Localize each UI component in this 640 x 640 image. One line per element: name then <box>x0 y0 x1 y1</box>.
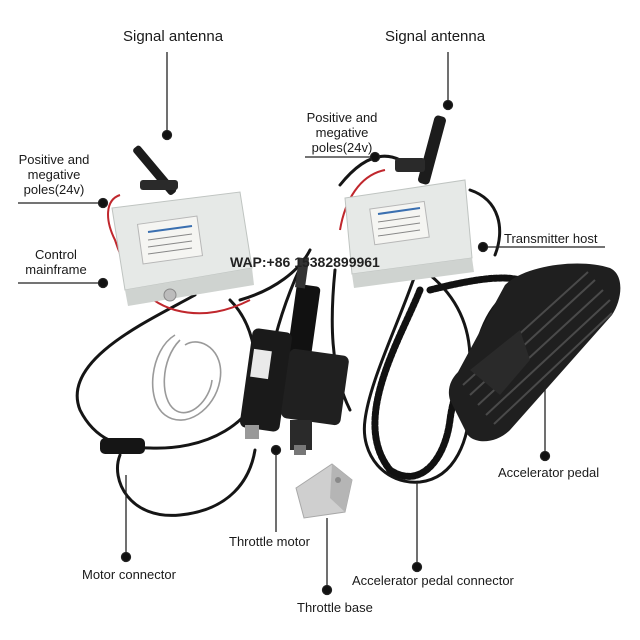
label-poles-left-line1: Positive and <box>18 152 90 167</box>
throttle-base <box>295 463 353 519</box>
label-signal-antenna-left: Signal antenna <box>123 28 224 45</box>
callout-dot <box>442 99 454 111</box>
transmitter-host-box <box>344 179 474 288</box>
accelerator-pedal <box>448 263 621 442</box>
right-antenna <box>395 115 446 185</box>
control-mainframe-box <box>111 191 254 306</box>
label-throttle-motor: Throttle motor <box>229 534 310 549</box>
label-poles-right-line1: Positive and <box>306 110 378 125</box>
watermark-text: WAP:+86 15382899961 <box>230 254 380 270</box>
callout-dot <box>161 129 173 141</box>
label-accelerator-pedal-connector: Accelerator pedal connector <box>352 573 514 588</box>
callout-lines <box>18 52 605 596</box>
label-poles-right-line2: megative <box>315 125 369 140</box>
grey-wire-coil <box>151 334 222 421</box>
motor-connector-plug <box>100 438 145 454</box>
label-poles-left-line3: poles(24v) <box>23 182 85 197</box>
label-transmitter-host: Transmitter host <box>504 231 598 246</box>
callout-dot <box>321 584 333 596</box>
label-poles-right: Positive and megative poles(24v) <box>303 110 381 155</box>
callout-dot <box>97 197 109 209</box>
callout-dot <box>369 151 381 163</box>
callout-dot <box>97 277 109 289</box>
throttle-motor-actuator <box>240 257 349 455</box>
callout-dot <box>539 450 551 462</box>
callout-dot <box>477 241 489 253</box>
label-poles-right-line3: poles(24v) <box>311 140 373 155</box>
label-poles-left: Positive and megative poles(24v) <box>16 152 92 197</box>
label-poles-left-line2: megative <box>27 167 81 182</box>
label-control-mainframe: Control mainframe <box>20 247 92 277</box>
label-motor-connector: Motor connector <box>82 567 176 582</box>
callout-dot <box>270 444 282 456</box>
left-antenna <box>133 145 178 195</box>
label-control-mainframe-line1: Control <box>35 247 77 262</box>
label-control-mainframe-line2: mainframe <box>25 262 87 277</box>
label-accelerator-pedal: Accelerator pedal <box>498 465 600 480</box>
callout-dot <box>120 551 132 563</box>
label-throttle-base: Throttle base <box>297 600 373 615</box>
callout-dot <box>411 561 423 573</box>
label-signal-antenna-right: Signal antenna <box>385 28 486 45</box>
